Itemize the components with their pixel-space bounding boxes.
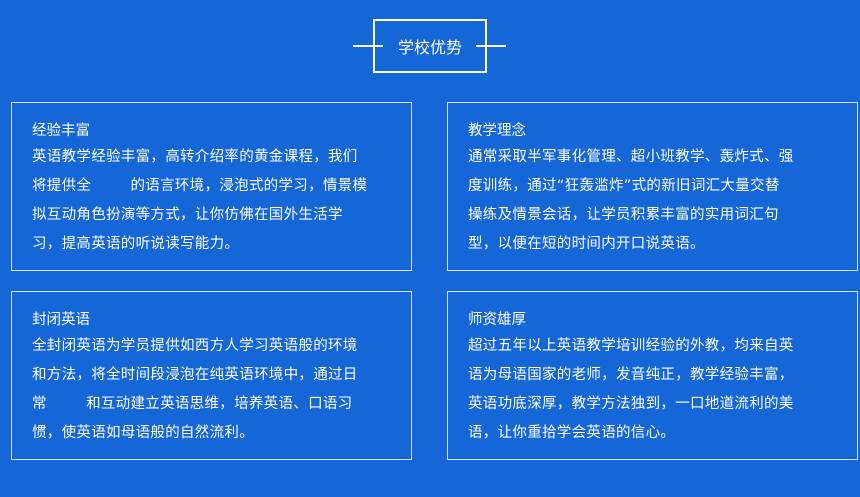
card-faculty: 师资雄厚 超过五年以上英语教学培训经验的外教，均来自英 语为母语国家的老师，发音… xyxy=(447,291,858,460)
card-text-line: 全封闭英语为学员提供如西方人学习英语般的环境 xyxy=(32,338,358,354)
card-title: 教学理念 xyxy=(468,123,526,139)
card-title: 师资雄厚 xyxy=(468,312,526,328)
card-text-line: 拟互动角色扮演等方式，让你仿佛在国外生活学 xyxy=(32,207,343,223)
card-text-line: 超过五年以上英语教学培训经验的外教，均来自英 xyxy=(468,338,794,354)
card-text-line: 英语教学经验丰富，高转介绍率的黄金课程，我们 xyxy=(32,149,358,165)
section-title: 学校优势 xyxy=(373,19,487,73)
card-text-line: 语，让你重拾学会英语的信心。 xyxy=(468,425,676,441)
card-text-line: 度训练，通过“狂轰滥炸”式的新旧词汇大量交替 xyxy=(468,178,780,194)
card-experience: 经验丰富 英语教学经验丰富，高转介绍率的黄金课程，我们 将提供全 的语言环境，浸… xyxy=(11,102,412,271)
title-right-line xyxy=(476,45,506,47)
card-title: 封闭英语 xyxy=(32,312,90,328)
card-philosophy: 教学理念 通常采取半军事化管理、超小班教学、轰炸式、强 度训练，通过“狂轰滥炸”… xyxy=(447,102,858,271)
card-text-line: 和方法，将全时间段浸泡在纯英语环境中，通过日 xyxy=(32,367,358,383)
card-immersion: 封闭英语 全封闭英语为学员提供如西方人学习英语般的环境 和方法，将全时间段浸泡在… xyxy=(11,291,412,460)
card-text-line: 操练及情景会话，让学员积累丰富的实用词汇句 xyxy=(468,207,779,223)
card-text-line: 语为母语国家的老师，发音纯正，教学经验丰富， xyxy=(468,367,794,383)
card-text-line: 型，以便在短的时间内开口说英语。 xyxy=(468,236,705,252)
card-text-line: 习，提高英语的听说读写能力。 xyxy=(32,236,240,252)
section-title-text: 学校优势 xyxy=(397,38,462,57)
card-text-line: 英语功底深厚，教学方法独到，一口地道流利的美 xyxy=(468,396,794,412)
card-text-line: 将提供全 的语言环境，浸泡式的学习，情景模 xyxy=(32,178,368,194)
card-title: 经验丰富 xyxy=(32,123,90,139)
title-left-line xyxy=(353,45,383,47)
card-text-line: 惯，使英语如母语般的自然流利。 xyxy=(32,425,254,441)
card-text-line: 常 和互动建立英语思维，培养英语、口语习 xyxy=(32,396,353,412)
card-text-line: 通常采取半军事化管理、超小班教学、轰炸式、强 xyxy=(468,149,794,165)
